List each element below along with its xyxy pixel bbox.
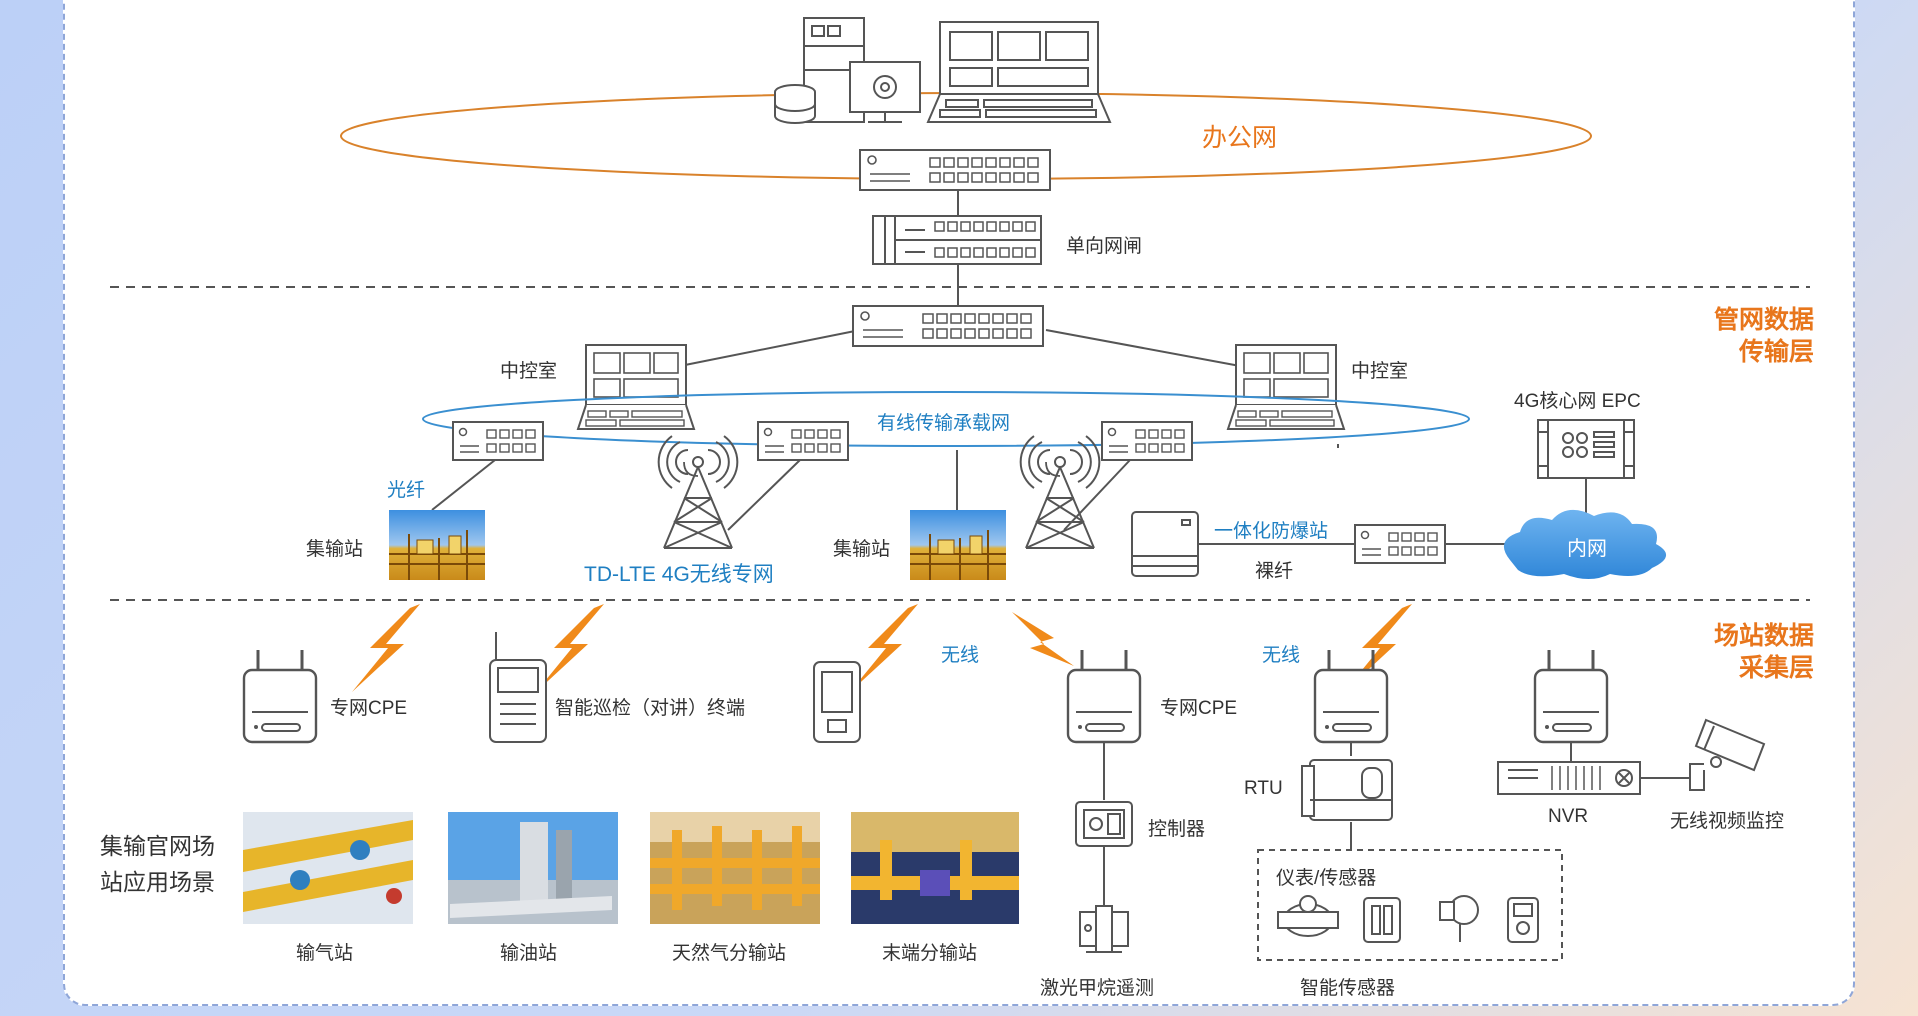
ring-switch-3-icon [1101, 421, 1193, 461]
office-server-icon [774, 17, 921, 124]
transport-layer-line2: 传输层 [1738, 338, 1814, 366]
intranet-switch-icon [1354, 524, 1446, 564]
controller-icon [1075, 801, 1133, 847]
wired-network-label: 有线传输承载网 [877, 413, 1011, 434]
instruments-box [1257, 849, 1563, 961]
epc-label: 4G核心网 EPC [1514, 391, 1641, 412]
transport-core-switch-icon [852, 305, 1044, 347]
scenario-photo-natural-gas [650, 812, 820, 924]
wireless-label-2: 无线 [1262, 645, 1301, 666]
scenario-label-natural-gas: 天然气分输站 [672, 943, 787, 964]
collect-layer-label: 场站数据 采集层 [1650, 620, 1814, 684]
office-network-label: 办公网 [1202, 124, 1278, 152]
patrol-terminal-icon [489, 632, 547, 743]
nvr-label: NVR [1548, 806, 1589, 827]
epc-icon [1537, 419, 1635, 479]
cpe-left-icon [242, 648, 318, 744]
detector-icon [1507, 897, 1539, 943]
handheld-terminal-icon [813, 661, 861, 743]
bare-fiber-label: 裸纤 [1255, 561, 1294, 582]
scenario-title: 集输官网场 站应用场景 [100, 828, 215, 900]
station-center-label: 集输站 [833, 539, 891, 560]
video-label: 无线视频监控 [1670, 811, 1785, 832]
gateway-icon [872, 215, 1042, 265]
scenario-label-gas: 输气站 [296, 943, 354, 964]
gauge-panel-icon [1363, 897, 1401, 943]
transport-layer-line1: 管网数据 [1713, 306, 1814, 334]
cpe-right-label: 专网CPE [1160, 698, 1238, 719]
ring-switch-1-icon [452, 421, 544, 461]
scenario-photo-terminal [851, 812, 1019, 924]
scenario-title-line2: 站应用场景 [100, 869, 215, 895]
scenario-photo-gas [243, 812, 413, 924]
office-core-switch-icon [859, 149, 1051, 191]
controller-label: 控制器 [1148, 819, 1206, 840]
camera-icon [1689, 718, 1766, 791]
intranet-cloud-icon [1503, 509, 1667, 579]
cpe-left-label: 专网CPE [330, 698, 408, 719]
cpe-rtu-icon [1313, 648, 1389, 744]
wireless-bolt-1-icon [352, 604, 420, 692]
cpe-nvr-icon [1533, 648, 1609, 744]
collect-layer-line2: 采集层 [1738, 654, 1814, 682]
control-room-left-label: 中控室 [500, 361, 558, 382]
explosion-proof-station-label: 一体化防爆站 [1214, 521, 1329, 542]
wireless-bolt-4-icon [1012, 612, 1074, 666]
instruments-title: 仪表/传感器 [1276, 868, 1377, 889]
station-center-photo [909, 509, 1007, 581]
methane-label: 激光甲烷遥测 [1040, 978, 1155, 999]
control-room-left-icon [577, 344, 695, 430]
pressure-sensor-icon [1439, 895, 1479, 942]
scenario-label-oil: 输油站 [500, 943, 558, 964]
wireless-label-1: 无线 [941, 645, 980, 666]
control-room-right-label: 中控室 [1351, 361, 1409, 382]
rtu-icon [1301, 759, 1393, 821]
cpe-right-icon [1066, 648, 1142, 744]
explosion-proof-station-icon [1131, 511, 1199, 577]
collect-layer-line1: 场站数据 [1713, 622, 1814, 650]
wired-network-ellipse [422, 391, 1470, 447]
scenario-photo-oil [448, 812, 618, 924]
td-lte-label: TD-LTE 4G无线专网 [584, 563, 774, 586]
station-left-label: 集输站 [306, 539, 364, 560]
nvr-icon [1497, 761, 1641, 795]
office-workstation-icon [926, 21, 1112, 123]
methane-sensor-icon [1079, 905, 1129, 953]
scenario-label-terminal: 末端分输站 [882, 943, 978, 964]
patrol-terminal-label: 智能巡检（对讲）终端 [555, 698, 746, 719]
lte-tower-right-icon [1019, 435, 1101, 549]
flowmeter-icon [1277, 895, 1339, 937]
scenario-title-line1: 集输官网场 [100, 833, 215, 859]
intranet-label: 内网 [1567, 538, 1607, 560]
control-room-right-icon [1227, 344, 1345, 430]
transport-layer-label: 管网数据 传输层 [1650, 304, 1814, 368]
station-left-photo [388, 509, 486, 581]
rtu-label: RTU [1244, 778, 1283, 799]
lte-tower-left-icon [657, 435, 739, 549]
ring-switch-2-icon [757, 421, 849, 461]
smart-sensor-label: 智能传感器 [1300, 978, 1396, 999]
fiber-label: 光纤 [387, 480, 426, 501]
gateway-label: 单向网闸 [1066, 236, 1143, 257]
